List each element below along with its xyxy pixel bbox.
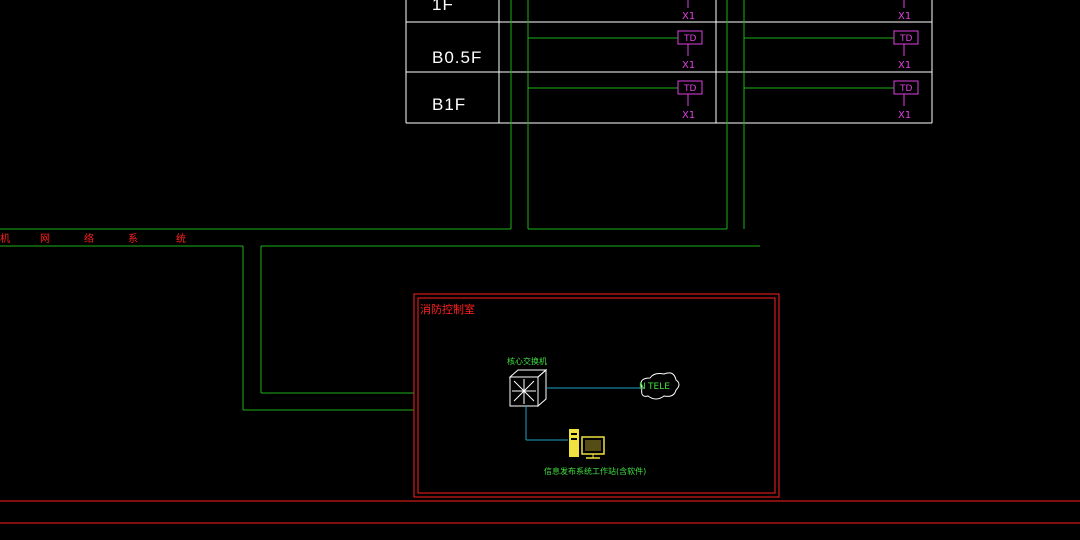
- outlet-symbol: TD X1: [677, 30, 703, 71]
- network-bus-label: 机 网 络 系 统: [0, 232, 186, 245]
- control-links: [525, 387, 640, 441]
- outlet-count: X1: [898, 60, 911, 71]
- outlet-tag: TD: [899, 34, 912, 44]
- outlet-count: X1: [898, 110, 911, 121]
- cloud-label: TELE: [647, 382, 670, 392]
- outlet-symbol: TD X1: [893, 80, 919, 121]
- floor-label-b1f: B1F: [432, 95, 466, 114]
- riser-cables: [0, 0, 894, 411]
- cloud-prefix: N: [639, 382, 646, 392]
- outlet-symbol: TD X1: [677, 80, 703, 121]
- switch-icon: [508, 368, 548, 408]
- floor-label-1f: 1F: [432, 0, 454, 14]
- outlet-symbol: TD X1: [893, 30, 919, 71]
- bus-label-char: 网: [40, 233, 50, 245]
- floor-table: [405, 0, 933, 124]
- outlet-tag: TD: [683, 84, 696, 94]
- floor-label-b05f: B0.5F: [432, 48, 482, 67]
- outlet-count: X1: [682, 60, 695, 71]
- bus-label-char: 络: [84, 232, 94, 245]
- outlets: X1 X1 TD X1 TD X1 TD X1: [677, 0, 919, 121]
- control-room: 消防控制室: [413, 293, 780, 498]
- outlet-tag: TD: [899, 84, 912, 94]
- bottom-border-lines: [0, 500, 1080, 524]
- outlet-tag: TD: [683, 34, 696, 44]
- bus-label-char: 统: [176, 232, 186, 245]
- outlet-count: X1: [682, 11, 695, 22]
- bus-label-char: 系: [128, 233, 138, 245]
- workstation-label: 信息发布系统工作站(含软件): [544, 466, 646, 476]
- workstation-icon: [569, 429, 605, 459]
- cloud-icon: N TELE: [639, 372, 680, 400]
- control-room-title: 消防控制室: [420, 302, 475, 316]
- bus-label-char: 机: [0, 232, 10, 245]
- outlet-count: X1: [682, 110, 695, 121]
- outlet-count: X1: [898, 11, 911, 22]
- core-switch: 核心交换机: [507, 356, 548, 408]
- core-switch-label: 核心交换机: [507, 356, 547, 366]
